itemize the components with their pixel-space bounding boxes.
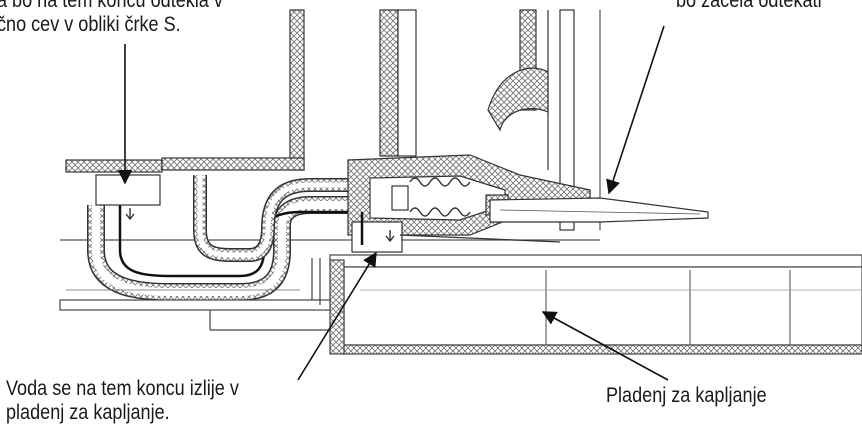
drip-spout	[489, 197, 709, 223]
label-s-tube-drain: a bo na tem koncu odtekla v čno cev v ob…	[0, 0, 223, 37]
label-water-spills: Voda se na tem koncu izlije v pladenj za…	[6, 377, 239, 425]
right-outer-wall	[559, 9, 575, 231]
label-drip-tray: Pladenj za kapljanje	[606, 384, 767, 408]
leader-top-right	[606, 25, 665, 195]
label-s-tube-drain-line2: čno cev v obliki črke S.	[0, 13, 181, 36]
curved-cap	[487, 67, 549, 132]
label-drip-tray-line1: Pladenj za kapljanje	[606, 384, 767, 407]
drip-tray-body	[343, 266, 862, 346]
valve-assembly	[347, 154, 709, 253]
label-s-tube-drain-line1: a bo na tem koncu odtekla v	[0, 0, 223, 12]
valve-spring	[409, 177, 471, 217]
s-tube-inlet-box	[95, 174, 161, 206]
upper-housing	[60, 9, 601, 241]
outlet-box	[351, 221, 403, 253]
tall-column	[379, 9, 399, 157]
tall-column-outline	[397, 9, 417, 157]
drip-tray-floor	[343, 344, 862, 355]
middle-shelf	[161, 157, 305, 171]
left-vertical-wall	[289, 9, 305, 171]
s-shaped-drain-tube	[87, 174, 380, 301]
label-water-spills-line1: Voda se na tem koncu izlije v	[6, 377, 239, 400]
upper-return-tube-inner	[197, 175, 380, 258]
leader-bottom-left	[297, 251, 377, 381]
label-start-draining: bo začela odtekati	[676, 0, 822, 13]
label-start-draining-line1: bo začela odtekati	[676, 0, 822, 12]
label-water-spills-line2: pladenj za kapljanje.	[6, 401, 170, 424]
down-arrow-icon	[125, 208, 135, 221]
leader-bottom-right	[541, 311, 669, 381]
down-arrow-icon	[385, 230, 395, 243]
left-shelf	[65, 159, 163, 173]
s-tube-inner	[92, 201, 360, 296]
base-plate	[59, 299, 331, 311]
valve-plunger	[391, 185, 409, 211]
leader-lines	[117, 25, 669, 381]
drip-tray-rim	[329, 254, 862, 268]
drip-tray	[59, 254, 862, 355]
